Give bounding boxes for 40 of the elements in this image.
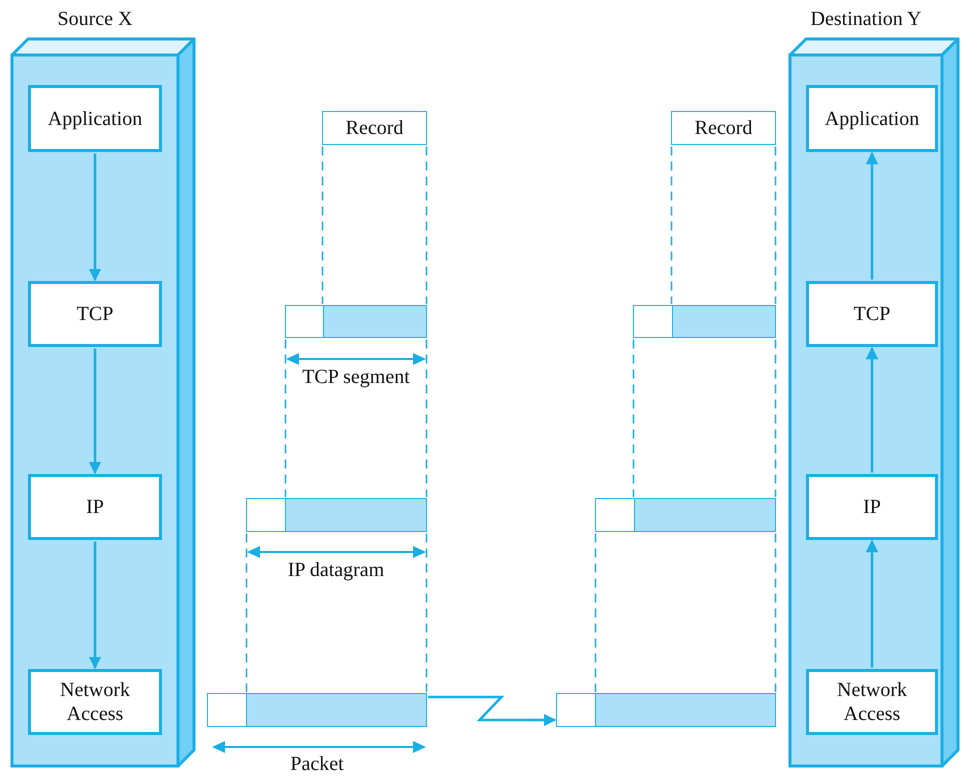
dashed-line (632, 340, 634, 497)
column-heading: Source X (58, 8, 132, 31)
dashed-line (670, 146, 672, 304)
layer-box: Network Access (806, 669, 938, 735)
dashed-line (774, 534, 776, 692)
packet-bar (633, 305, 776, 338)
dashed-line (284, 340, 286, 497)
record-box: Record (322, 111, 427, 145)
dashed-line (426, 340, 428, 497)
dashed-line (322, 146, 324, 304)
layer-box: IP (806, 474, 938, 540)
dimension-label: IP datagram (288, 559, 384, 582)
packet-bar (595, 498, 776, 532)
arrow (88, 154, 102, 282)
arrow (88, 348, 102, 474)
dashed-line (426, 534, 428, 692)
arrow (866, 346, 878, 472)
layer-box: Application (28, 85, 162, 152)
layer-box: IP (28, 474, 162, 540)
packet-bar (556, 693, 776, 727)
packet-bar (207, 693, 427, 727)
dashed-line (774, 146, 776, 304)
layer-box: Application (806, 85, 938, 152)
layer-box: TCP (806, 281, 938, 347)
record-box: Record (671, 111, 776, 145)
dashed-line (426, 146, 428, 304)
dashed-line (774, 340, 776, 497)
arrow (866, 152, 878, 280)
arrow (428, 696, 556, 726)
dashed-line (246, 534, 248, 692)
arrow (866, 540, 878, 668)
layer-box: TCP (28, 281, 162, 347)
column-heading: Destination Y (810, 8, 922, 31)
packet-bar (246, 498, 427, 532)
arrow (88, 542, 102, 670)
packet-bar (285, 305, 427, 338)
dashed-line (594, 534, 596, 692)
dimension-label: Packet (290, 753, 344, 776)
layer-box: Network Access (28, 669, 162, 735)
dimension-label: TCP segment (302, 366, 410, 389)
